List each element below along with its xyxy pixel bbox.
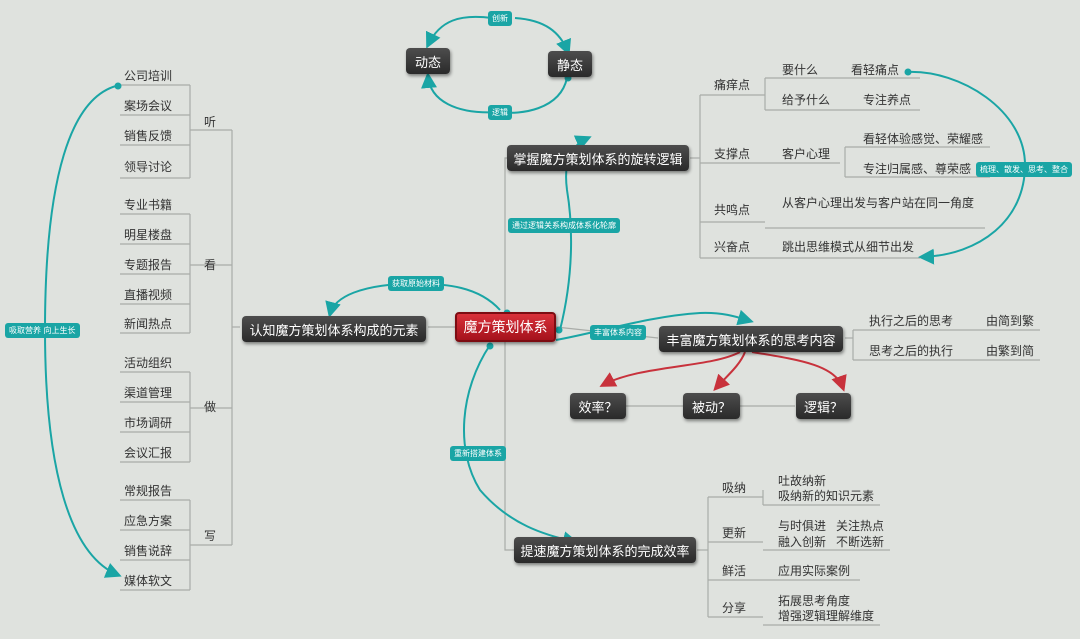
leaf-listen-1: 公司培训 <box>124 69 173 83</box>
label-exec-after: 思考之后的执行 <box>869 344 954 358</box>
label-support: 支撑点 <box>714 147 751 161</box>
node-rotate-logic[interactable]: 掌握魔方策划体系的旋转逻辑 <box>507 145 689 171</box>
tag-nutrition: 吸取营养 向上生长 <box>5 323 80 338</box>
label-psych: 客户心理 <box>782 147 831 161</box>
leaf-look-1: 专业书籍 <box>124 198 173 212</box>
tag-rebuild: 重新搭建体系 <box>450 446 506 461</box>
label-absorb: 吸纳 <box>722 481 747 495</box>
node-logic-q[interactable]: 逻辑？ <box>796 393 851 419</box>
node-center[interactable]: 魔方策划体系 <box>455 312 556 342</box>
label-excite-text: 跳出思维模式从细节出发 <box>782 240 915 254</box>
node-jingtai[interactable]: 静态 <box>548 51 592 77</box>
group-write: 写 <box>204 529 217 543</box>
label-resonate-text: 从客户心理出发与客户站在同一角度 <box>782 196 975 210</box>
leaf-listen-2: 案场会议 <box>124 99 173 113</box>
tag-innovate: 创新 <box>488 11 512 26</box>
leaf-do-3: 市场调研 <box>124 416 173 430</box>
leaf-look-3: 专题报告 <box>124 258 173 272</box>
label-share-1: 拓展思考角度 <box>778 594 851 608</box>
leaf-do-4: 会议汇报 <box>124 446 173 460</box>
label-update-2: 融入创新 <box>778 535 827 549</box>
tag-enrich-content: 丰富体系内容 <box>590 325 646 340</box>
leaf-look-4: 直播视频 <box>124 288 173 302</box>
tag-sort: 梳理、散发、思考、整合 <box>976 162 1072 177</box>
label-resonate: 共鸣点 <box>714 203 751 217</box>
leaf-listen-3: 销售反馈 <box>124 129 173 143</box>
tag-logic: 逻辑 <box>488 105 512 120</box>
group-listen: 听 <box>204 115 217 129</box>
tag-outline: 通过逻辑关系构成体系化轮廓 <box>508 218 620 233</box>
leaf-write-4: 媒体软文 <box>124 574 173 588</box>
label-absorb-1: 吐故纳新 <box>778 474 827 488</box>
leaf-write-2: 应急方案 <box>124 514 173 528</box>
group-look: 看 <box>204 258 217 272</box>
label-share-2: 增强逻辑理解维度 <box>778 609 875 623</box>
leaf-do-2: 渠道管理 <box>124 386 173 400</box>
leaf-look-2: 明星楼盘 <box>124 228 173 242</box>
label-share: 分享 <box>722 601 747 615</box>
label-fresh: 鲜活 <box>722 564 747 578</box>
label-think-after: 执行之后的思考 <box>869 314 954 328</box>
label-fresh-1: 应用实际案例 <box>778 564 851 578</box>
label-give: 给予什么 <box>782 93 831 107</box>
leaf-listen-4: 领导讨论 <box>124 160 173 174</box>
node-speed[interactable]: 提速魔方策划体系的完成效率 <box>514 537 696 563</box>
node-passive[interactable]: 被动？ <box>683 393 740 419</box>
label-update-1b: 关注热点 <box>836 519 885 533</box>
label-belong: 专注归属感、尊荣感 <box>863 162 972 176</box>
leaf-look-5: 新闻热点 <box>124 317 173 331</box>
label-want: 要什么 <box>782 63 819 77</box>
group-do: 做 <box>204 400 217 414</box>
label-simple-complex: 由简到繁 <box>986 314 1035 328</box>
label-excite: 兴奋点 <box>714 240 751 254</box>
label-update: 更新 <box>722 526 747 540</box>
label-pain-point: 看轻痛点 <box>851 63 900 77</box>
node-enrich[interactable]: 丰富魔方策划体系的思考内容 <box>659 326 843 352</box>
node-dongtai[interactable]: 动态 <box>406 48 450 74</box>
node-cognize[interactable]: 认知魔方策划体系构成的元素 <box>242 316 426 342</box>
label-update-1: 与时俱进 <box>778 519 827 533</box>
leaf-do-1: 活动组织 <box>124 356 173 370</box>
label-complex-simple: 由繁到简 <box>986 344 1035 358</box>
label-pain: 痛痒点 <box>714 78 751 92</box>
label-nurture: 专注养点 <box>863 93 912 107</box>
leaf-write-3: 销售说辞 <box>124 544 173 558</box>
leaf-write-1: 常规报告 <box>124 484 173 498</box>
label-update-2b: 不断选新 <box>836 535 885 549</box>
label-absorb-2: 吸纳新的知识元素 <box>778 489 875 503</box>
label-exp: 看轻体验感觉、荣耀感 <box>863 132 984 146</box>
tag-raw-material: 获取原始材料 <box>388 276 444 291</box>
node-efficiency[interactable]: 效率？ <box>570 393 626 419</box>
